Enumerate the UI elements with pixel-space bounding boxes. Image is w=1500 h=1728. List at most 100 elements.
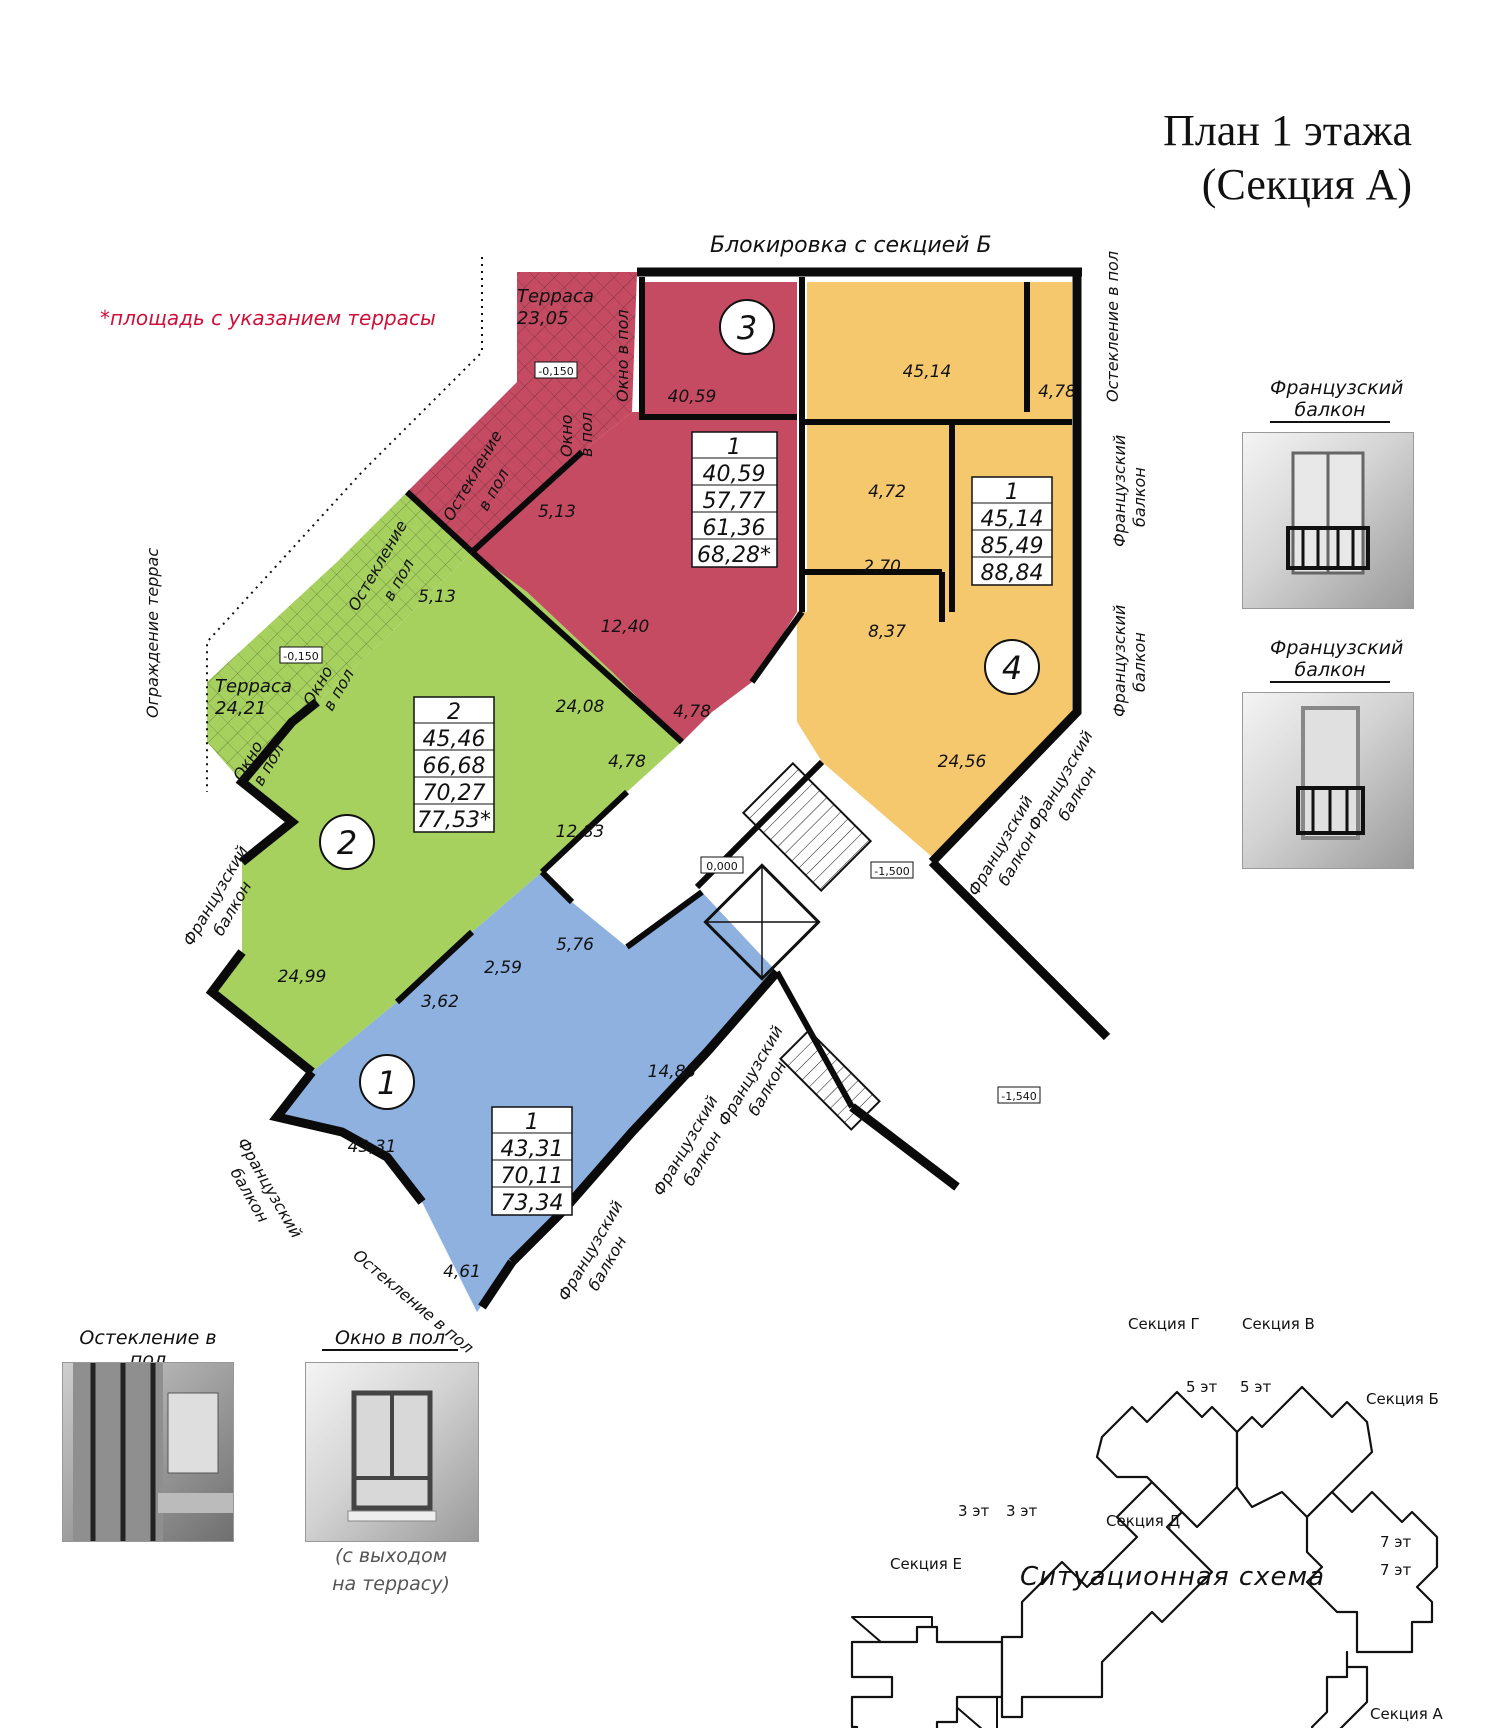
legend-window-caption: Окно в пол [322, 1327, 458, 1351]
apt-circle-4: 4 [984, 639, 1040, 695]
terrace-fence [206, 257, 483, 792]
legend-french-balcony-caption-1: Французский балкон [1270, 377, 1404, 423]
svg-text:70,27: 70,27 [423, 781, 486, 806]
svg-text:Французский: Французский [1110, 605, 1129, 717]
terrace-note: *площадь с указанием террасы [100, 306, 436, 330]
svg-text:57,77: 57,77 [703, 489, 766, 514]
room-area: 8,37 [868, 622, 906, 642]
svg-text:2: 2 [447, 700, 461, 725]
room-area: 4,72 [868, 482, 906, 502]
svg-text:45,14: 45,14 [981, 507, 1044, 532]
svg-text:Ограждение террас: Ограждение террас [143, 548, 162, 718]
svg-text:66,68: 66,68 [423, 754, 486, 779]
common-hall [572, 682, 1102, 1182]
apt-circle-2: 2 [319, 814, 375, 870]
apt-3-info-box: 1 40,59 57,77 61,36 68,28* [691, 431, 778, 568]
top-block-label: Блокировка с секцией Б [710, 233, 992, 258]
room-area: 5,76 [556, 935, 594, 955]
room-areas: 43,31 14,83 5,76 3,62 2,59 4,61 24,99 24… [278, 362, 1076, 1282]
svg-text:40,59: 40,59 [703, 462, 766, 487]
svg-text:Французский: Французский [1110, 435, 1129, 547]
room-area: 2,70 [863, 557, 901, 577]
schema-section-e-final [850, 1625, 1004, 1728]
room-area: 3,62 [421, 992, 459, 1012]
room-area: 24,99 [278, 967, 327, 987]
svg-text:Терраса: Терраса [517, 286, 594, 307]
svg-text:в пол: в пол [577, 412, 596, 457]
svg-text:1: 1 [727, 435, 741, 460]
room-area: 4,78 [1038, 382, 1076, 402]
legend-glazing-image [62, 1362, 234, 1542]
room-area: 5,13 [538, 502, 576, 522]
page-title: План 1 этажа (Секция А) [1163, 104, 1412, 212]
room-area: 45,14 [903, 362, 952, 382]
svg-text:0,000: 0,000 [706, 860, 738, 873]
terrace-2-label: Терраса 24,21 -0,150 [215, 646, 323, 719]
svg-text:23,05: 23,05 [517, 308, 569, 329]
svg-text:Окно: Окно [557, 414, 576, 457]
room-area: 2,59 [484, 958, 522, 978]
svg-text:88,84: 88,84 [981, 561, 1044, 586]
svg-text:балкон: балкон [1130, 632, 1149, 692]
outer-walls [205, 267, 1111, 1310]
svg-text:68,28*: 68,28* [697, 543, 771, 568]
svg-text:-0,150: -0,150 [283, 650, 318, 663]
room-area: 12,83 [556, 822, 605, 842]
svg-text:77,53*: 77,53* [417, 808, 491, 833]
svg-text:3: 3 [737, 309, 757, 347]
svg-text:-0,150: -0,150 [538, 365, 573, 378]
legend-french-balcony-image-2 [1242, 692, 1414, 869]
svg-text:4: 4 [1002, 649, 1022, 687]
svg-text:1: 1 [525, 1110, 539, 1135]
legend-french-balcony-image-1 [1242, 432, 1414, 609]
apt-circle-1: 1 [359, 1054, 415, 1110]
svg-text:-1,500: -1,500 [874, 865, 909, 878]
terrace-3-label: Терраса 23,05 -0,150 [517, 286, 594, 379]
svg-text:73,34: 73,34 [501, 1191, 564, 1216]
title-line-2: (Секция А) [1201, 160, 1412, 209]
legend-french-balcony-caption-2: Французский балкон [1270, 637, 1404, 683]
schema-section-a-final [1310, 1650, 1369, 1728]
legend-window-note-2: на террасу) [332, 1573, 450, 1595]
room-area: 4,78 [673, 702, 711, 722]
room-area: 24,08 [556, 697, 605, 717]
svg-text:70,11: 70,11 [501, 1164, 564, 1189]
schema-section-d-final [1000, 1480, 1214, 1719]
apt-circle-3: 3 [719, 299, 775, 355]
room-area: 4,78 [608, 752, 646, 772]
svg-text:85,49: 85,49 [981, 534, 1044, 559]
room-area: 40,59 [668, 387, 717, 407]
apt-1-info-box: 1 43,31 70,11 73,34 [491, 1106, 573, 1216]
apartment-3-area [472, 282, 797, 742]
room-area: 43,31 [348, 1137, 397, 1157]
svg-text:балкон: балкон [1130, 467, 1149, 527]
svg-text:1: 1 [1005, 480, 1019, 505]
svg-text:43,31: 43,31 [501, 1137, 564, 1162]
svg-text:24,21: 24,21 [215, 698, 267, 719]
schema-section-b-final [1305, 1490, 1439, 1654]
svg-text:1: 1 [377, 1064, 397, 1102]
legend-window-note-1: (с выходом [334, 1545, 448, 1567]
apt-4-info-box: 1 45,14 85,49 88,84 [971, 476, 1053, 586]
room-area: 12,40 [601, 617, 650, 637]
apartment-1-area [277, 872, 777, 1312]
svg-text:Терраса: Терраса [215, 676, 292, 697]
room-area: 4,61 [443, 1262, 481, 1282]
svg-text:Остекление в пол: Остекление в пол [1103, 251, 1122, 402]
legend-window-image [305, 1362, 479, 1542]
schema-title: Ситуационная схема [1020, 1562, 1326, 1592]
room-area: 24,56 [938, 752, 987, 772]
svg-text:45,46: 45,46 [423, 727, 486, 752]
level-marks: 0,000 -1,500 -1,540 [700, 856, 1041, 1104]
svg-text:-1,540: -1,540 [1001, 1090, 1036, 1103]
room-area: 14,83 [648, 1062, 697, 1082]
title-line-1: План 1 этажа [1163, 106, 1412, 155]
room-area: 5,13 [418, 587, 456, 607]
svg-text:Окно в пол: Окно в пол [613, 309, 632, 402]
apt-2-info-box: 2 45,46 66,68 70,27 77,53* [413, 696, 495, 833]
svg-text:61,36: 61,36 [703, 516, 766, 541]
schema-section-v-final [1235, 1385, 1374, 1519]
svg-text:2: 2 [337, 824, 357, 862]
